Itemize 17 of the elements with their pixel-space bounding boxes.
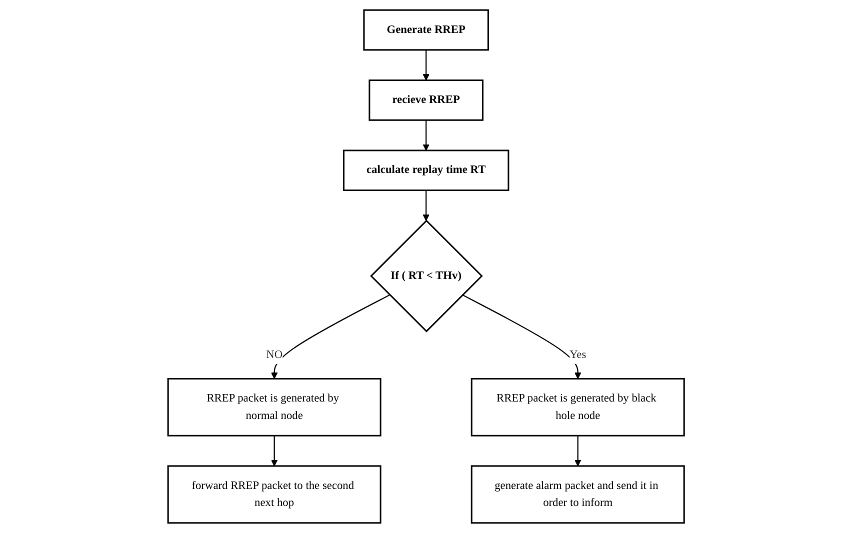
arrow	[423, 50, 430, 81]
node-box: Generate RREP	[364, 9, 490, 51]
node-box: forward RREP packet to the second next hop	[168, 465, 382, 524]
node-box: RREP packet is generated by black hole node	[471, 378, 686, 436]
arrow	[423, 190, 430, 221]
arrow	[271, 294, 390, 380]
node-box: RREP packet is generated by normal node	[168, 378, 382, 436]
edge-label: NO	[266, 348, 283, 361]
node-box: generate alarm packet and send it in order to inform	[471, 465, 686, 524]
node-diamond: If ( RT < THv)	[370, 220, 484, 332]
edge-label: Yes	[570, 348, 587, 361]
arrow	[423, 120, 430, 151]
arrow	[574, 436, 582, 466]
arrow	[271, 436, 278, 466]
arrow	[462, 294, 582, 380]
node-box: calculate replay time RT	[343, 150, 510, 192]
node-box: recieve RREP	[369, 80, 484, 121]
